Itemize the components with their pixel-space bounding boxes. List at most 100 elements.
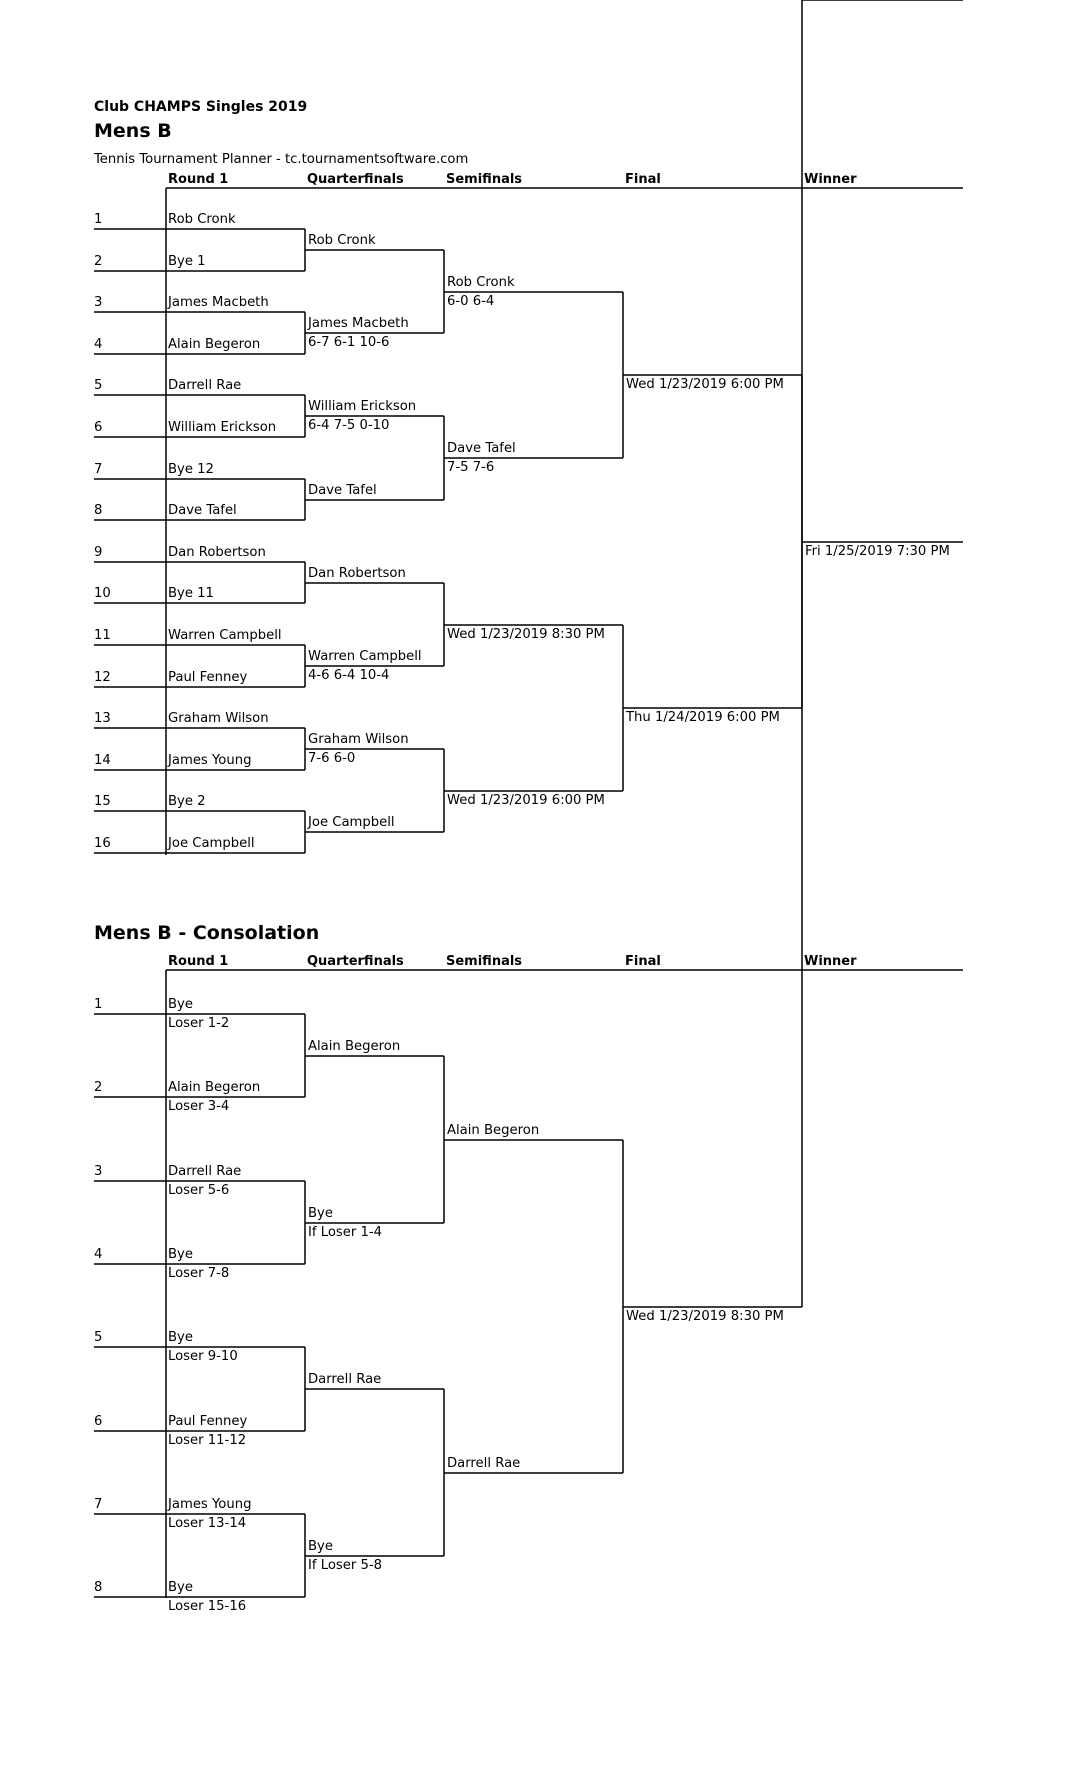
main-round1-player: Bye 2 <box>168 794 206 809</box>
main-seed: 10 <box>94 586 111 601</box>
main-name-r1: Dan Robertson <box>308 566 406 581</box>
main-name-r1: Graham Wilson <box>308 732 409 747</box>
consolation-round1-player: Bye <box>168 1580 193 1595</box>
consolation-header-1: Quarterfinals <box>307 954 404 969</box>
main-round1-player: Paul Fenney <box>168 670 248 685</box>
main-seed: 3 <box>94 295 103 310</box>
main-name-r1: Joe Campbell <box>308 815 395 830</box>
main-name-r1: Warren Campbell <box>308 649 422 664</box>
consolation-header-0: Round 1 <box>168 954 229 969</box>
consolation-name-r2: Darrell Rae <box>447 1456 521 1471</box>
consolation-score-r1: If Loser 1-4 <box>308 1225 383 1240</box>
main-score-r2: 7-5 7-6 <box>447 460 495 475</box>
consolation-seed: 1 <box>94 997 103 1012</box>
main-score-r2: 6-0 6-4 <box>447 294 495 309</box>
main-round1-player: James Macbeth <box>168 295 269 310</box>
consolation-round1-source: Loser 9-10 <box>168 1349 238 1364</box>
main-round1-player: James Young <box>168 753 252 768</box>
main-seed: 16 <box>94 836 111 851</box>
consolation-round1-player: Bye <box>168 1330 193 1345</box>
main-score-r1: 7-6 6-0 <box>308 751 356 766</box>
main-round1-player: Rob Cronk <box>168 212 236 227</box>
main-seed: 12 <box>94 670 111 685</box>
main-header-4: Winner <box>804 172 857 187</box>
main-seed: 7 <box>94 462 103 477</box>
main-name-r1: Dave Tafel <box>308 483 377 498</box>
main-header-2: Semifinals <box>446 172 523 187</box>
consolation-round1-source: Loser 5-6 <box>168 1183 230 1198</box>
consolation-name-r1: Bye <box>308 1206 333 1221</box>
main-round1-player: Darrell Rae <box>168 378 242 393</box>
consolation-seed: 2 <box>94 1080 103 1095</box>
planner-caption: Tennis Tournament Planner - tc.tournamen… <box>94 152 469 167</box>
main-round1-player: Bye 11 <box>168 586 214 601</box>
consolation-seed: 3 <box>94 1164 103 1179</box>
consolation-seed: 5 <box>94 1330 103 1345</box>
consolation-name-r1: Bye <box>308 1539 333 1554</box>
main-seed: 11 <box>94 628 111 643</box>
consolation-round1-source: Loser 1-2 <box>168 1016 230 1031</box>
consolation-round1-player: Bye <box>168 997 193 1012</box>
consolation-seed: 7 <box>94 1497 103 1512</box>
consolation-name-r1: Darrell Rae <box>308 1372 382 1387</box>
consolation-round1-source: Loser 3-4 <box>168 1099 230 1114</box>
main-seed: 9 <box>94 545 103 560</box>
consolation-score-r1: If Loser 5-8 <box>308 1558 383 1573</box>
document-title: Club CHAMPS Singles 2019 <box>94 99 308 115</box>
consolation-header-4: Winner <box>804 954 857 969</box>
main-round1-player: Dave Tafel <box>168 503 237 518</box>
main-score-r3: Wed 1/23/2019 6:00 PM <box>626 377 784 392</box>
consolation-score-r3: Wed 1/23/2019 8:30 PM <box>626 1309 784 1324</box>
main-seed: 1 <box>94 212 103 227</box>
consolation-name-r2: Alain Begeron <box>447 1123 540 1138</box>
main-name-r1: James Macbeth <box>308 316 409 331</box>
main-round1-player: Alain Begeron <box>168 337 261 352</box>
consolation-seed: 6 <box>94 1414 103 1429</box>
consolation-seed: 8 <box>94 1580 103 1595</box>
consolation-round1-source: Loser 15-16 <box>168 1599 247 1614</box>
main-score-r3: Thu 1/24/2019 6:00 PM <box>626 710 780 725</box>
main-score-r2: Wed 1/23/2019 8:30 PM <box>447 627 605 642</box>
consolation-round1-player: Alain Begeron <box>168 1080 261 1095</box>
main-seed: 2 <box>94 254 103 269</box>
main-header-3: Final <box>625 172 661 187</box>
main-draw-heading: Mens B <box>94 120 172 142</box>
main-name-r1: Rob Cronk <box>308 233 376 248</box>
main-seed: 14 <box>94 753 111 768</box>
main-score-r2: Wed 1/23/2019 6:00 PM <box>447 793 605 808</box>
main-seed: 4 <box>94 337 103 352</box>
consolation-seed: 4 <box>94 1247 103 1262</box>
main-round1-player: Joe Campbell <box>168 836 255 851</box>
main-score-r4: Fri 1/25/2019 7:30 PM <box>805 544 950 559</box>
consolation-round1-player: Bye <box>168 1247 193 1262</box>
main-round1-player: Dan Robertson <box>168 545 266 560</box>
main-score-r1: 4-6 6-4 10-4 <box>308 668 390 683</box>
main-seed: 13 <box>94 711 111 726</box>
main-score-r1: 6-7 6-1 10-6 <box>308 335 390 350</box>
main-name-r2: Dave Tafel <box>447 441 516 456</box>
consolation-round1-source: Loser 11-12 <box>168 1433 247 1448</box>
main-name-r1: William Erickson <box>308 399 417 414</box>
main-header-0: Round 1 <box>168 172 229 187</box>
consolation-round1-player: James Young <box>168 1497 252 1512</box>
main-seed: 5 <box>94 378 103 393</box>
main-score-r1: 6-4 7-5 0-10 <box>308 418 390 433</box>
main-seed: 6 <box>94 420 103 435</box>
main-name-r2: Rob Cronk <box>447 275 515 290</box>
consolation-round1-source: Loser 13-14 <box>168 1516 247 1531</box>
consolation-name-r1: Alain Begeron <box>308 1039 401 1054</box>
consolation-header-3: Final <box>625 954 661 969</box>
main-seed: 8 <box>94 503 103 518</box>
consolation-round1-player: Paul Fenney <box>168 1414 248 1429</box>
main-round1-player: William Erickson <box>168 420 277 435</box>
main-round1-player: Bye 12 <box>168 462 214 477</box>
main-round1-player: Graham Wilson <box>168 711 269 726</box>
consolation-round1-source: Loser 7-8 <box>168 1266 230 1281</box>
main-header-1: Quarterfinals <box>307 172 404 187</box>
consolation-round1-player: Darrell Rae <box>168 1164 242 1179</box>
main-seed: 15 <box>94 794 111 809</box>
consolation-draw-heading: Mens B - Consolation <box>94 922 320 944</box>
main-round1-player: Bye 1 <box>168 254 206 269</box>
